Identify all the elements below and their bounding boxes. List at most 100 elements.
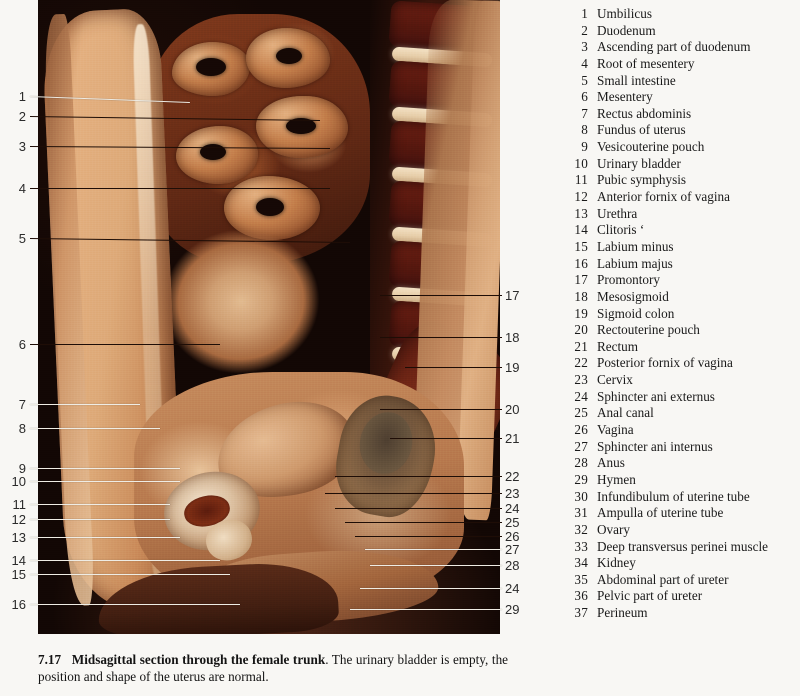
legend-item-label: Perineum [597,605,648,621]
legend-item-label: Deep transversus perinei muscle [597,538,769,554]
callout-number-right: 21 [505,431,520,446]
legend-item-number: 35 [574,571,588,587]
callout-number-left: 14 [11,553,26,568]
legend-item-label: Urethra [597,205,638,221]
callout-number-right: 27 [505,542,520,557]
legend-item-number: 37 [574,605,588,621]
callout-number-right: 17 [505,288,520,303]
callout-number-left: 6 [18,337,26,352]
callout-number-left: 10 [11,474,26,489]
callout-number-right: 23 [505,486,520,501]
leader-line [355,536,502,537]
legend-item: 3 Ascending part of duodenum [565,39,795,56]
callout-number-left: 4 [18,181,26,196]
legend-item-label: Kidney [597,555,636,571]
leader-line [30,481,180,482]
anatomical-photograph [38,0,500,634]
leader-line [345,522,502,523]
callout-number-left: 1 [18,89,26,104]
legend-item-number: 23 [574,372,588,388]
legend-item-number: 18 [574,288,588,304]
legend-item-label: Pubic symphysis [597,172,687,188]
legend-item-number: 22 [574,355,588,371]
legend-item-label: Fundus of uterus [597,122,686,138]
leader-line [30,519,170,520]
legend-item: 16 Labium majus [565,256,795,273]
leader-line [30,188,330,189]
legend-item: 18 Mesosigmoid [565,289,795,306]
legend-item-number: 14 [574,222,588,238]
legend-item: 10 Urinary bladder [565,156,795,173]
callout-number-left: 12 [11,512,26,527]
legend-item-label: Labium majus [597,255,673,271]
leader-line [380,337,502,338]
legend-item-number: 1 [581,6,588,21]
callout-number-right: 29 [505,602,520,617]
legend-item: 15 Labium minus [565,239,795,256]
leader-line [30,344,220,345]
legend-item-number: 28 [574,455,588,471]
legend-item-number: 10 [574,155,588,171]
legend-item-label: Anterior fornix of vagina [597,189,730,205]
legend-item-label: Ascending part of duodenum [597,39,751,55]
legend-item: 13 Urethra [565,206,795,223]
leader-line [390,438,502,439]
legend-item-number: 29 [574,471,588,487]
leader-line [370,565,502,566]
legend-item-label: Vesicouterine pouch [597,139,705,155]
caption-text: . The urinary bladder is empty, the posi… [38,652,509,684]
legend-item-number: 9 [581,139,588,155]
callout-number-left: 5 [18,231,26,246]
legend-item-number: 6 [581,89,588,105]
figure-caption: 7.17 Midsagittal section through the fem… [38,652,508,685]
legend-item-label: Labium minus [597,238,674,254]
legend-item-number: 3 [581,39,588,55]
leader-line [380,295,502,296]
leader-line [325,493,502,494]
callout-number-left: 8 [18,421,26,436]
legend-item: 11 Pubic symphysis [565,172,795,189]
legend-item-label: Vagina [597,422,634,438]
legend-item-number: 32 [574,521,588,537]
legend-item-label: Small intestine [597,72,676,88]
legend-item-label: Urinary bladder [597,155,681,171]
legend-item-number: 36 [574,588,588,604]
legend-item-number: 13 [574,205,588,221]
legend-item-label: Sphincter ani externus [597,388,715,404]
callout-number-left: 11 [12,497,27,512]
legend-item-number: 16 [574,255,588,271]
legend-item-label: Root of mesentery [597,55,695,71]
leader-line [30,428,160,429]
legend-item-number: 30 [574,488,588,504]
leader-line [335,508,502,509]
legend-item-number: 15 [574,238,588,254]
legend-item-number: 24 [574,388,588,404]
callout-number-right: 25 [505,515,520,530]
legend-item-number: 7 [581,105,588,121]
callout-number-right: 28 [505,558,520,573]
legend-item-number: 27 [574,438,588,454]
figure-title: Midsagittal section through the female t… [71,652,326,667]
leader-line [30,537,180,538]
leader-line [335,476,502,477]
legend-item: 37 Perineum [565,605,795,622]
legend-item-number: 11 [574,172,588,188]
legend-item-label: Rectum [597,338,639,354]
legend-item: 24 Sphincter ani externus [565,389,795,406]
legend-item-number: 33 [574,538,588,554]
legend-item-label: Mesosigmoid [597,288,669,304]
callout-number-right: 20 [505,402,520,417]
